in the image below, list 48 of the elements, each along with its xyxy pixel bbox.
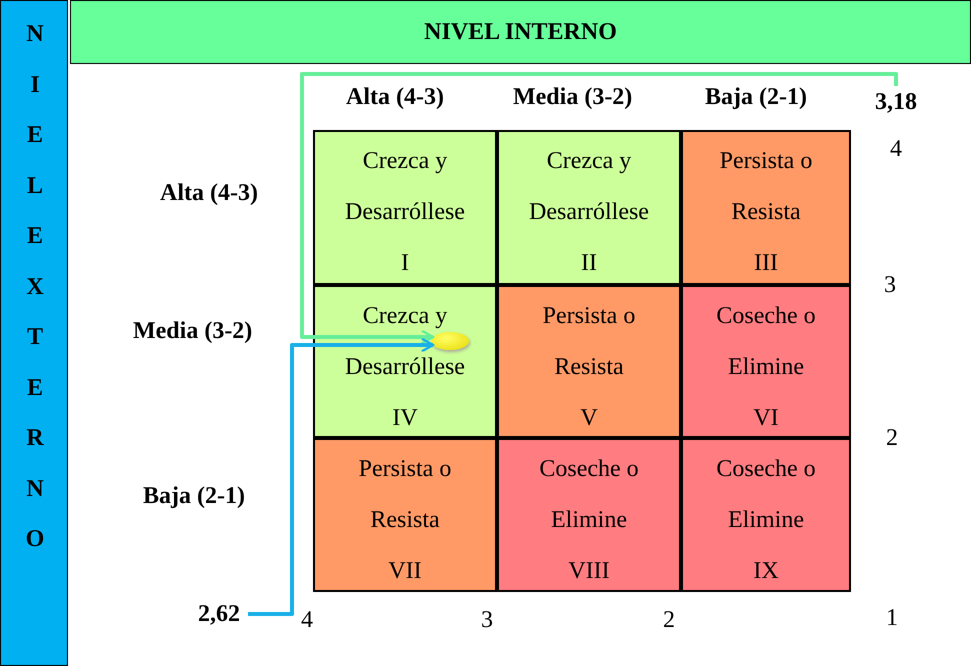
cell-text: Coseche o Elimine [715, 302, 817, 382]
cell-text: VI [753, 404, 779, 433]
matrix-cell [497, 130, 681, 285]
axis-heading: Baja (2-1) [143, 483, 245, 510]
scale-number: 1 [886, 605, 898, 632]
cell-text: Persista o Resista [718, 147, 814, 227]
axis-heading: Alta (4-3) [346, 84, 444, 111]
arrow [300, 72, 898, 345]
scale-number: 4 [301, 607, 313, 634]
matrix-cell [313, 438, 497, 592]
matrix-cell [497, 285, 681, 438]
cell-text: IV [392, 404, 418, 433]
cell-text: VII [388, 557, 422, 586]
cell-text: Crezca y Desarróllese [344, 147, 466, 227]
scale-number: 4 [890, 136, 902, 163]
arrow [248, 337, 434, 616]
axis-heading: Baja (2-1) [705, 84, 807, 111]
matrix-cell [681, 285, 851, 438]
side-band [0, 0, 68, 666]
cell-text: VIII [568, 557, 610, 586]
cell-text: Persista o Resista [358, 455, 452, 535]
cell-text: Persista o Resista [542, 302, 636, 382]
scale-number: 3 [884, 272, 896, 299]
header-band: NIVEL INTERNO [70, 0, 971, 64]
value-label: 3,18 [868, 86, 924, 118]
cell-text: IX [753, 557, 779, 586]
matrix-cell [681, 130, 851, 285]
matrix-cell [681, 438, 851, 592]
cell-text: Crezca y Desarróllese [344, 302, 466, 382]
value-label: 2,62 [190, 598, 248, 630]
cell-text: II [581, 249, 597, 278]
scale-number: 2 [663, 607, 675, 634]
cell-text: Coseche o Elimine [538, 455, 640, 535]
matrix-cell [497, 438, 681, 592]
marker-ellipse [431, 332, 469, 350]
vertical-heading: N I E L E X T E R N O [25, 20, 45, 554]
axis-heading: Alta (4-3) [160, 180, 258, 207]
scale-number: 2 [886, 425, 898, 452]
cell-text: V [580, 404, 598, 433]
axis-heading: Media (3-2) [133, 318, 252, 345]
scale-number: 3 [481, 607, 493, 634]
axis-heading: Media (3-2) [513, 84, 632, 111]
cell-text: Crezca y Desarróllese [528, 147, 650, 227]
cell-text: Coseche o Elimine [715, 455, 817, 535]
matrix-cell [313, 285, 497, 438]
cell-text: III [754, 249, 778, 278]
cell-text: I [401, 249, 409, 278]
matrix-cell [313, 130, 497, 285]
